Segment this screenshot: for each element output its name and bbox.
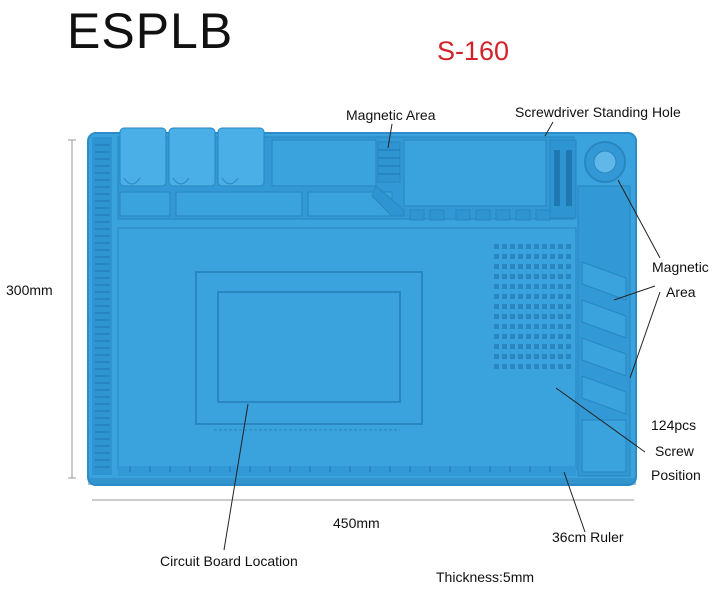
label-circuit-board: Circuit Board Location	[160, 553, 298, 569]
label-magnetic-area-right-2: Area	[666, 284, 696, 300]
label-screwdriver-hole: Screwdriver Standing Hole	[515, 104, 681, 120]
label-magnetic-area-right-1: Magnetic	[652, 259, 709, 275]
magnetic-strip	[377, 141, 401, 183]
right-magnetic-slots	[581, 261, 627, 415]
label-ruler: 36cm Ruler	[552, 529, 624, 545]
screw-grid	[494, 244, 571, 369]
compartment-mid	[271, 139, 377, 187]
small-slots	[409, 209, 551, 221]
screwdriver-hole-strip	[549, 139, 577, 219]
left-ruler-ticks	[95, 144, 110, 468]
label-screw-1: Screw	[655, 443, 694, 459]
label-screw-2: Position	[651, 467, 701, 483]
label-screw-count: 124pcs	[651, 417, 697, 433]
bottom-ruler	[118, 466, 576, 476]
storage-box-2	[168, 127, 216, 187]
label-height: 300mm	[6, 282, 53, 298]
brand-title: ESPLB	[67, 3, 234, 59]
circuit-board-inner	[217, 291, 401, 403]
compartment-lower-2	[175, 191, 303, 217]
storage-box-3	[217, 127, 265, 187]
label-width: 450mm	[333, 515, 380, 531]
storage-box-1	[119, 127, 167, 187]
label-thickness: Thickness:5mm	[436, 569, 535, 585]
callout-lines	[223, 121, 661, 551]
compartment-lower-1	[119, 191, 171, 217]
model-number: S-160	[437, 36, 510, 66]
label-magnetic-area-top: Magnetic Area	[346, 107, 436, 123]
right-bottom-tray	[581, 419, 627, 473]
compartment-right-top	[403, 139, 547, 207]
